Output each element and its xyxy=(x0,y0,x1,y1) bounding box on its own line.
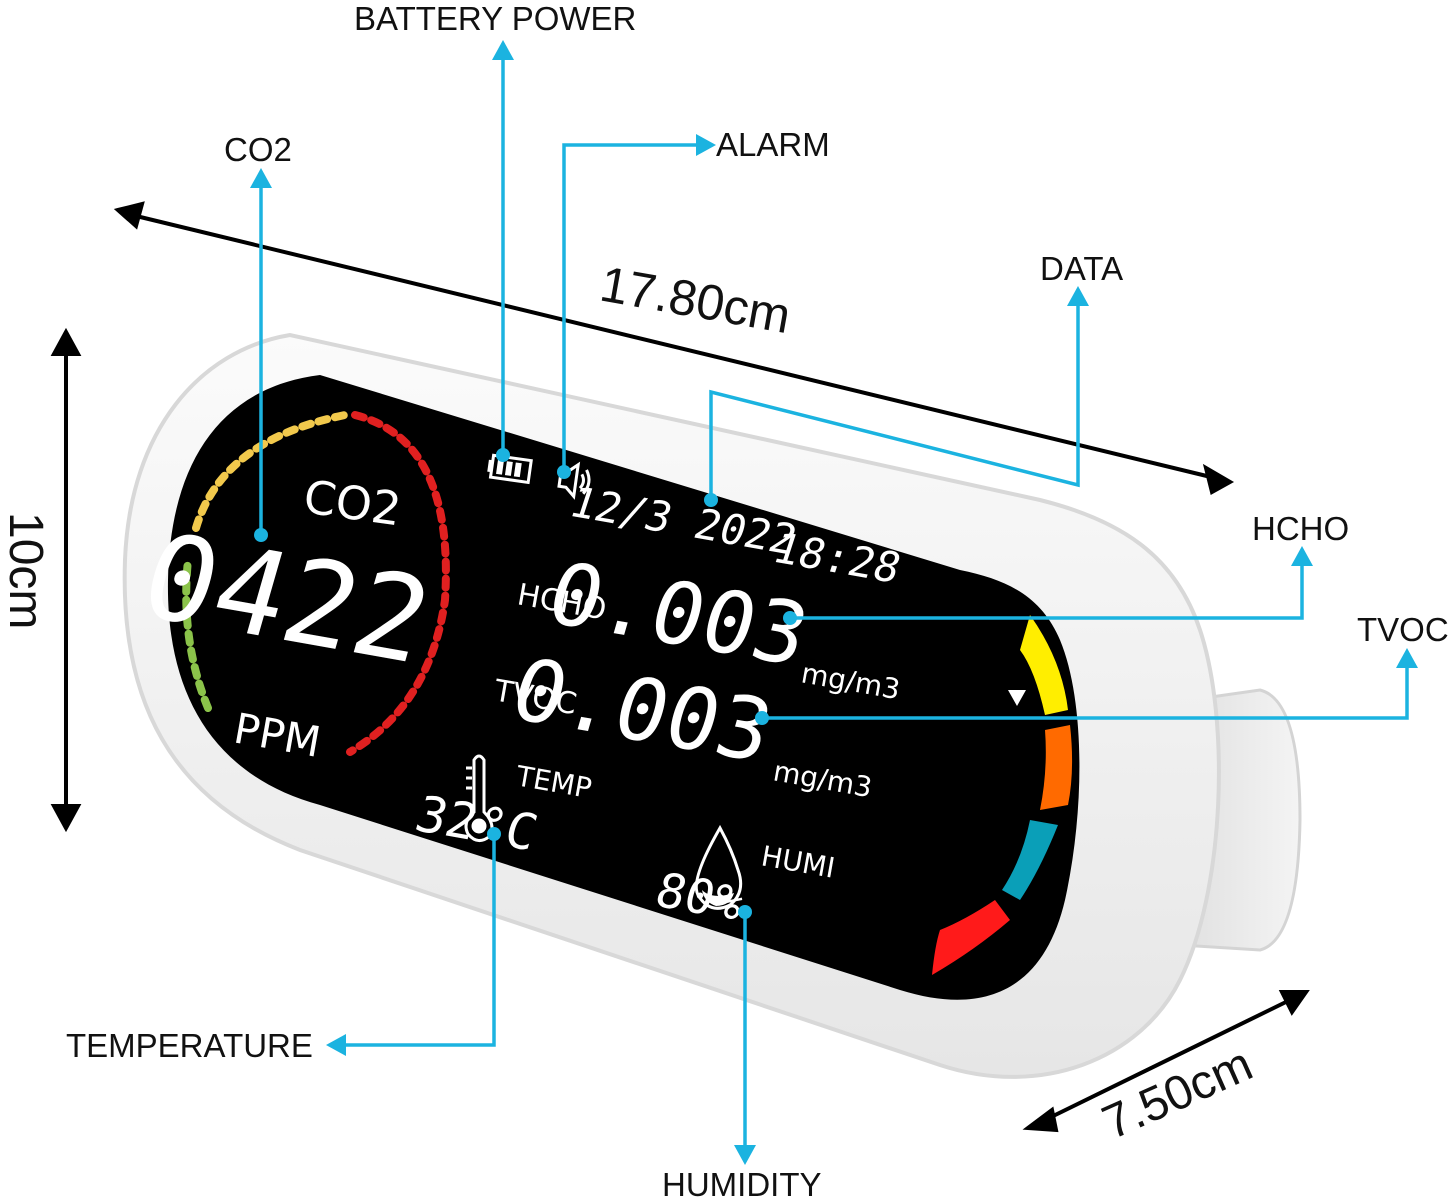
dimension-lines xyxy=(50,201,1310,1133)
droplet-icon xyxy=(694,824,743,910)
level-yellow-segment xyxy=(1020,615,1068,715)
callout-tvoc: TVOC xyxy=(1357,611,1449,648)
callout-co2: CO2 xyxy=(224,131,292,168)
callout-arrowheads xyxy=(250,40,1418,1165)
air-quality-level-bar xyxy=(932,615,1073,975)
level-orange-segment xyxy=(1040,725,1073,810)
lcd-co2-label: CO2 xyxy=(300,469,404,536)
gauge-yellow-arc xyxy=(192,411,349,532)
battery-icon xyxy=(487,453,533,485)
level-teal-segment xyxy=(1002,820,1058,900)
callout-humidity: HUMIDITY xyxy=(662,1166,822,1202)
co2-gauge xyxy=(182,411,450,756)
callout-battery-power: BATTERY POWER xyxy=(354,0,636,37)
gauge-red-arc xyxy=(346,411,450,756)
width-dimension-label: 17.80cm xyxy=(596,256,795,344)
height-dimension-label: 10cm xyxy=(0,512,52,629)
callout-temperature: TEMPERATURE xyxy=(66,1027,313,1064)
callout-hcho: HCHO xyxy=(1252,510,1349,547)
hcho-callout-line xyxy=(790,560,1304,620)
gauge-green-arc xyxy=(182,556,212,712)
alarm-callout-line xyxy=(562,143,700,472)
lcd-screen xyxy=(167,375,1080,1000)
callout-data: DATA xyxy=(1040,250,1123,287)
tvoc-callout-line xyxy=(762,662,1409,720)
data-callout-line xyxy=(709,300,1080,500)
callout-dots xyxy=(254,448,797,919)
callout-alarm: ALARM xyxy=(716,126,830,163)
level-pointer xyxy=(1008,690,1026,706)
callout-lines xyxy=(259,52,1409,1150)
level-red-segment xyxy=(932,900,1010,975)
temperature-callout-line xyxy=(342,834,496,1047)
